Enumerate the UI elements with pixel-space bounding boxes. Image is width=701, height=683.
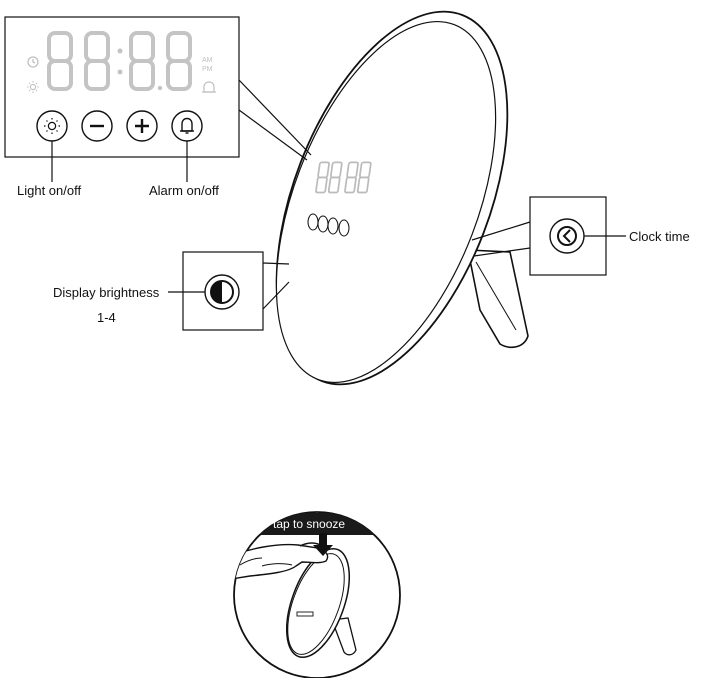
plus-button[interactable] [126,110,158,142]
alarm-label: Alarm on/off [149,183,219,198]
tap-arrow-icon [313,533,333,556]
stand-leg [467,249,529,349]
brightness-range-label: 1-4 [97,310,116,325]
snooze-lamp [285,547,351,659]
sun-indicator-icon [27,81,39,93]
am-indicator: AM [202,57,213,64]
digit-dot [157,85,163,91]
clock-button[interactable] [557,226,577,246]
alarm-button[interactable] [171,110,203,142]
snooze-stand [331,617,357,656]
lamp-mini-display [315,161,372,194]
pm-indicator: PM [202,66,213,73]
lamp-mini-buttons [307,213,350,237]
clock-indicator-icon [27,56,39,68]
bell-icon [180,117,194,134]
clock-icon [562,229,571,243]
contrast-icon [211,281,222,303]
brightness-callout [168,251,290,331]
sun-icon [44,118,60,134]
bell-indicator-icon [202,81,216,93]
colon-separator [117,48,123,75]
clock-time-label: Clock time [629,229,690,244]
brightness-label: Display brightness [53,285,160,300]
clock-digits [47,31,192,91]
light-button[interactable] [36,110,68,142]
minus-button[interactable] [81,110,113,142]
snooze-inset [233,511,401,679]
snooze-banner-text: tap to snooze [273,517,346,531]
plus-icon [135,119,149,133]
brightness-button[interactable] [210,280,234,304]
lamp-disc [275,10,509,386]
clock-time-callout [471,196,626,276]
snooze-hand [234,542,329,581]
light-label: Light on/off [17,183,82,198]
